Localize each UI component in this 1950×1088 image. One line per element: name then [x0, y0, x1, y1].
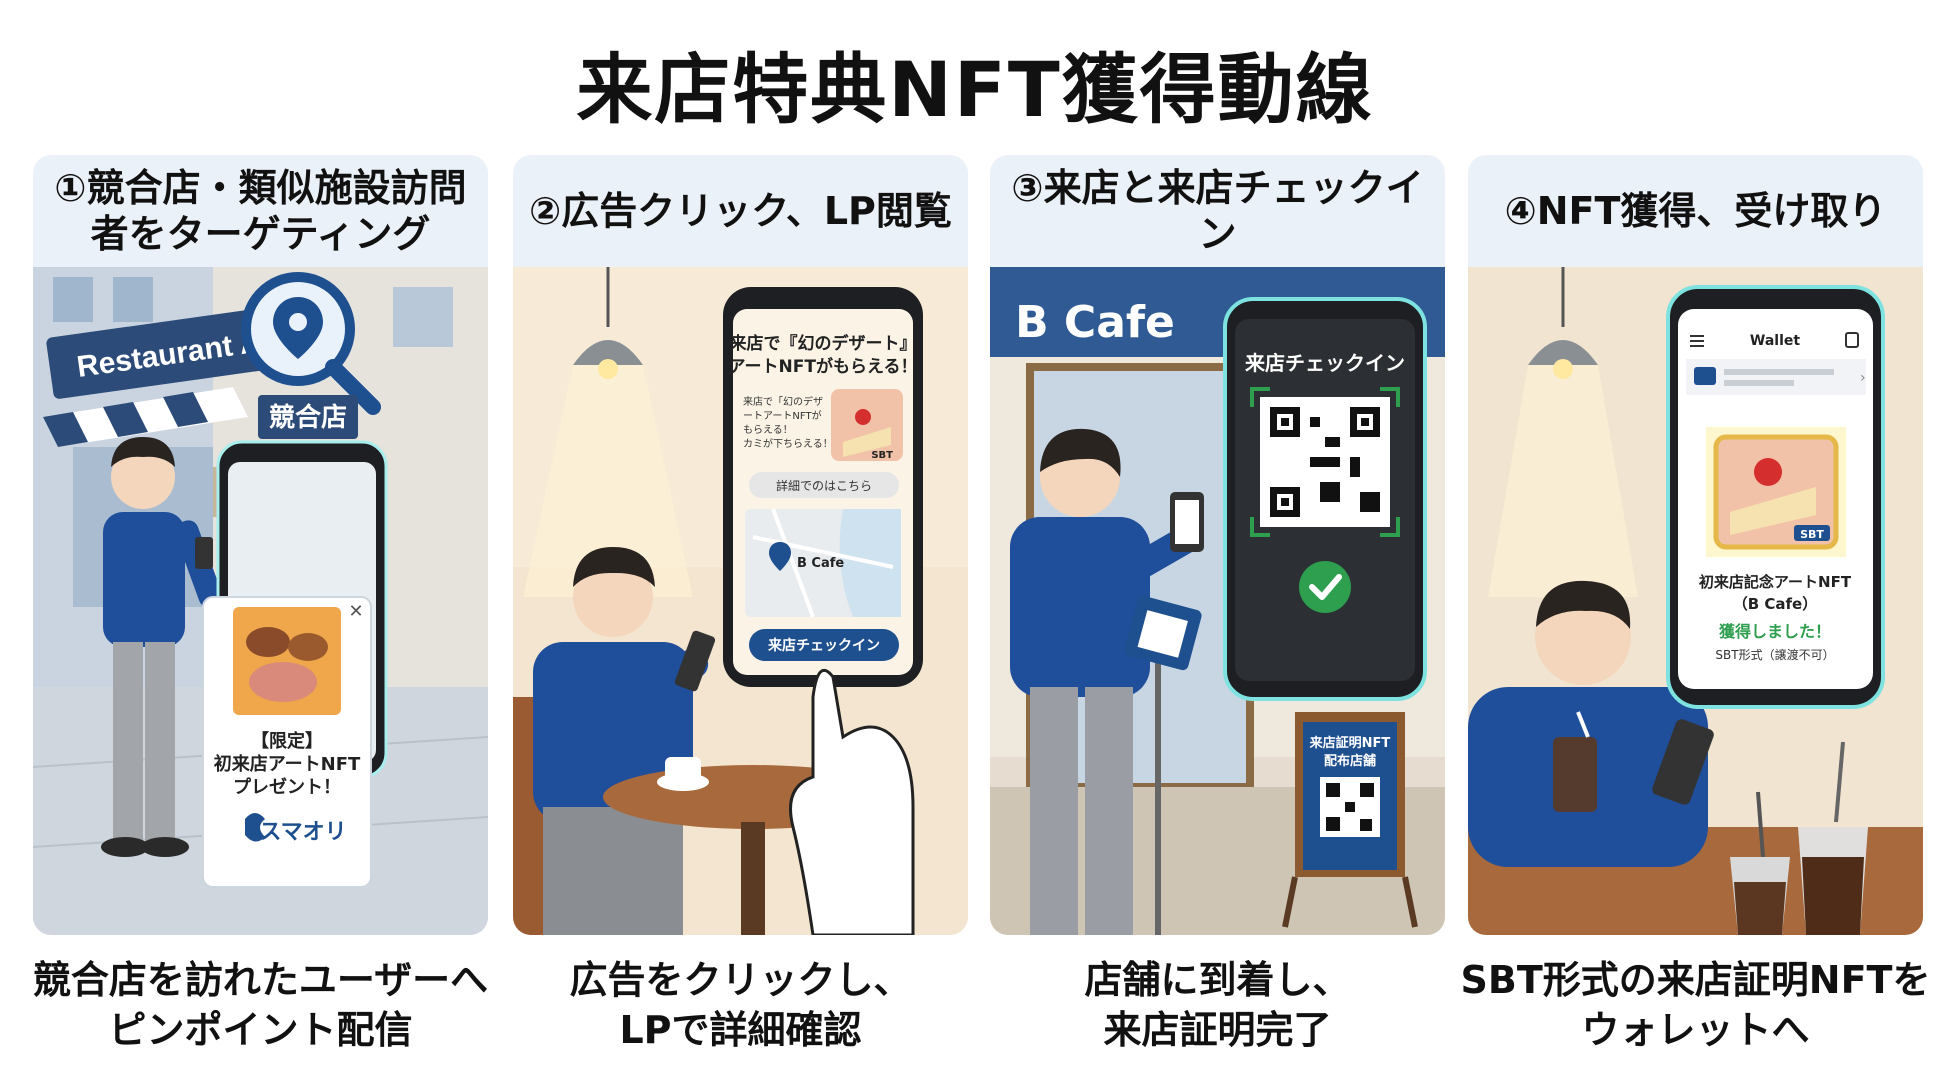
brand-logo-icon	[245, 813, 265, 842]
lp-headline: アートNFTがもらえる！	[729, 356, 918, 377]
store-board: 来店証明NFT 配布店舗	[1282, 712, 1418, 928]
ad-line: 初来店アートNFT	[214, 753, 361, 775]
step-1-heading-line: ①競合店・類似施設訪問	[54, 166, 467, 210]
nft-name: （B Cafe）	[1733, 595, 1818, 613]
lp-body: 来店で「幻のデザ	[743, 395, 823, 408]
step-3-panel: ③来店と来店チェックイン B Cafe	[990, 155, 1445, 935]
map-label: B Cafe	[797, 556, 844, 571]
step-2-heading-line: ②広告クリック、LP閲覧	[529, 189, 952, 233]
step-1-heading-line: 者をターゲティング	[90, 212, 431, 256]
wallet-title: Wallet	[1750, 333, 1800, 349]
nft-name: 初来店記念アートNFT	[1699, 573, 1852, 591]
ad-line: プレゼント！	[233, 776, 341, 798]
details-button-label: 詳細でのはこちら	[776, 478, 872, 493]
step-1-caption: 競合店を訪れたユーザーへ ピンポイント配信	[23, 955, 498, 1055]
location-pin-icon	[273, 297, 323, 359]
step-2-panel: ②広告クリック、LP閲覧	[513, 155, 968, 935]
step-4-heading: ④NFT獲得、受け取り	[1468, 155, 1923, 267]
standing-person	[1010, 428, 1204, 935]
seated-person	[1468, 580, 1714, 867]
ad-popup: ✕ 【限定】 初来店アートNFT プレゼント！ スマオリ	[202, 596, 372, 888]
step-3-caption-line: 店舗に到着し、	[1084, 958, 1351, 1002]
check-icon	[1299, 561, 1351, 613]
sbt-badge: SBT	[1800, 528, 1824, 541]
competitor-tag: 競合店	[269, 402, 347, 433]
checkin-button[interactable]	[749, 629, 899, 661]
lp-body: カミが下ちらえる！	[743, 437, 833, 450]
walking-person	[101, 437, 223, 857]
step-3-illustration: B Cafe 来店チェックイン	[990, 267, 1445, 935]
board-line: 配布店舗	[1324, 753, 1376, 769]
step-3-heading-line: ③来店と来店チェックイン	[1011, 166, 1424, 256]
step-3-heading: ③来店と来店チェックイン	[990, 155, 1445, 267]
step-2-illustration: 来店で『幻のデザート』 アートNFTがもらえる！ 来店で「幻のデザ ートアートN…	[513, 267, 968, 935]
step-4-heading-line: ④NFT獲得、受け取り	[1504, 189, 1887, 233]
ad-line: 【限定】	[251, 730, 323, 752]
board-line: 来店証明NFT	[1309, 735, 1391, 751]
pointing-hand-icon	[789, 668, 915, 935]
lp-body: もらえる！	[743, 424, 793, 436]
step-3-caption: 店舗に到着し、 来店証明完了	[980, 955, 1455, 1055]
step-3-caption-line: 来店証明完了	[1103, 1008, 1332, 1052]
menu-icon	[1690, 335, 1704, 347]
step-1-caption-line: 競合店を訪れたユーザーへ	[32, 958, 489, 1002]
step-1-illustration: Restaurant A 競合店	[33, 267, 488, 935]
store-sign: B Cafe	[1015, 297, 1175, 348]
step-1-heading: ①競合店・類似施設訪問 者をターゲティング	[33, 155, 488, 267]
chevron-right-icon: ›	[1860, 370, 1866, 386]
sbt-badge: SBT	[871, 450, 893, 461]
step-2-caption: 広告をクリックし、 LPで詳細確認	[503, 955, 978, 1055]
page-title: 来店特典NFT獲得動線	[576, 45, 1374, 134]
step-1-panel: ①競合店・類似施設訪問 者をターゲティング Restaurant A	[33, 155, 488, 935]
wallet-icon	[1845, 332, 1859, 348]
step-4-panel: ④NFT獲得、受け取り	[1468, 155, 1923, 935]
close-icon: ✕	[348, 601, 363, 622]
brand-name: スマオリ	[259, 820, 346, 845]
lp-headline: 来店で『幻のデザート』	[729, 333, 917, 354]
checkin-button-label: 来店チェックイン	[767, 637, 880, 654]
step-4-caption-line: SBT形式の来店証明NFTを	[1460, 958, 1931, 1002]
step-2-caption-line: 広告をクリックし、	[569, 958, 912, 1002]
step-1-caption-line: ピンポイント配信	[108, 1008, 413, 1052]
map-pin-icon	[769, 542, 791, 571]
checkin-screen-title: 来店チェックイン	[1244, 351, 1405, 375]
lp-body: ートアートNFTが	[743, 409, 822, 422]
step-2-caption-line: LPで詳細確認	[619, 1008, 862, 1052]
step-4-caption-line: ウォレットへ	[1581, 1008, 1810, 1052]
iced-coffee-icon	[1730, 791, 1790, 935]
acquired-message: 獲得しました！	[1719, 622, 1831, 641]
sbt-note: SBT形式（譲渡不可）	[1715, 647, 1834, 662]
step-2-heading: ②広告クリック、LP閲覧	[513, 155, 968, 267]
step-4-caption: SBT形式の来店証明NFTを ウォレットへ	[1458, 955, 1933, 1055]
details-button[interactable]	[749, 472, 899, 498]
iced-drink-icon	[1798, 741, 1868, 935]
step-4-illustration: Wallet › SBT 初来店記念アートNFT （B Cafe） 獲得しました…	[1468, 267, 1923, 935]
